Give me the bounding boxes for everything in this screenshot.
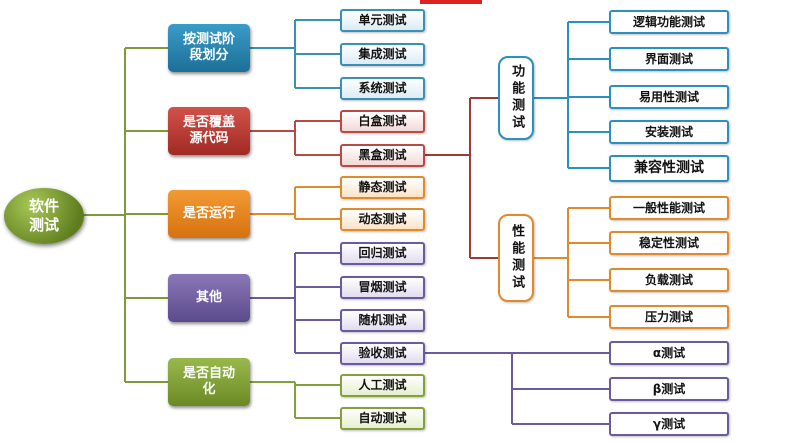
performance-item-load: 负载测试 — [609, 268, 729, 292]
category-coverage: 是否覆盖 源代码 — [168, 107, 250, 155]
leaf-static-test: 静态测试 — [340, 176, 425, 199]
functional-item-install: 安装测试 — [609, 120, 729, 144]
leaf-acceptance-test: 验收测试 — [340, 342, 425, 365]
root-node: 软件 测试 — [4, 188, 84, 244]
leaf-regression-test: 回归测试 — [340, 242, 425, 265]
functional-item-usability: 易用性测试 — [609, 85, 729, 109]
acceptance-item-gamma: γ测试 — [609, 412, 729, 436]
category-other: 其他 — [168, 274, 250, 322]
category-running: 是否运行 — [168, 190, 250, 238]
leaf-random-test: 随机测试 — [340, 309, 425, 332]
acceptance-item-beta: β测试 — [609, 377, 729, 401]
category-automation: 是否自动 化 — [168, 358, 250, 406]
top-red-bar — [420, 0, 482, 4]
leaf-manual-test: 人工测试 — [340, 374, 425, 397]
leaf-whitebox-test: 白盒测试 — [340, 110, 425, 133]
leaf-unit-test: 单元测试 — [340, 9, 425, 32]
leaf-blackbox-test: 黑盒测试 — [340, 144, 425, 167]
leaf-auto-test: 自动测试 — [340, 407, 425, 430]
leaf-dynamic-test: 动态测试 — [340, 208, 425, 231]
subgroup-performance-test: 性能测试 — [498, 214, 534, 302]
performance-item-stability: 稳定性测试 — [609, 231, 729, 255]
leaf-integration-test: 集成测试 — [340, 43, 425, 66]
leaf-system-test: 系统测试 — [340, 77, 425, 100]
performance-item-stress: 压力测试 — [609, 305, 729, 329]
functional-item-logic: 逻辑功能测试 — [609, 10, 729, 34]
leaf-smoke-test: 冒烟测试 — [340, 276, 425, 299]
acceptance-item-alpha: α测试 — [609, 341, 729, 365]
functional-item-compatibility: 兼容性测试 — [609, 155, 729, 182]
category-stage: 按测试阶 段划分 — [168, 24, 250, 72]
performance-item-general: 一般性能测试 — [609, 196, 729, 220]
subgroup-functional-test: 功能测试 — [498, 56, 534, 140]
functional-item-ui: 界面测试 — [609, 47, 729, 71]
